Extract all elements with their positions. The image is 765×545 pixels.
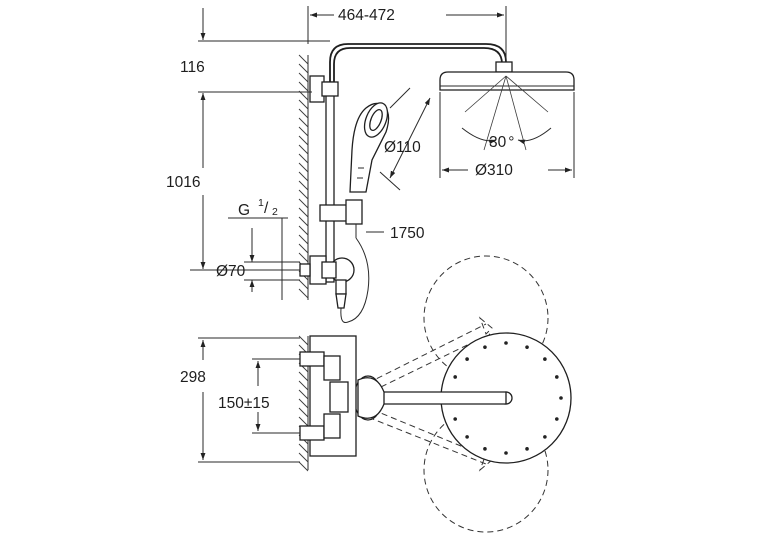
dim-plan-depth: 298 (180, 337, 300, 463)
nozzle-dot (525, 345, 529, 349)
wall-hatch-line (298, 72, 309, 83)
nozzle-dot (483, 345, 487, 349)
wall-hatch-line (298, 380, 309, 391)
wall-hatch-line (298, 162, 309, 173)
label-thread: G (238, 202, 250, 219)
wall-hatch-line (298, 225, 309, 236)
wall-hatch-line (298, 234, 309, 245)
wall-hatch-line (298, 108, 309, 119)
wall-hatch-line (298, 189, 309, 200)
nozzle-dot (555, 417, 559, 421)
wall-hatch-line (298, 117, 309, 128)
wall-bracket-top (309, 75, 339, 103)
label-mixer-dia: Ø70 (216, 263, 246, 280)
wall-hatch-line (298, 144, 309, 155)
nozzle-dot (453, 417, 457, 421)
svg-text:30°: 30° (489, 134, 514, 151)
wall-hatch-line (298, 398, 309, 409)
svg-text:G: G (238, 202, 250, 219)
wall-hatch-line (298, 443, 309, 454)
wall-hatch-line (298, 279, 309, 290)
wall-hatch-line (298, 216, 309, 227)
wall-hatch-line (298, 207, 309, 218)
dim-arm-reach: 464-472 (307, 6, 507, 62)
label-hand-shower-dia: Ø110 (384, 139, 421, 156)
wall-hatch-line (298, 252, 309, 263)
wall-hatch-line (298, 335, 309, 346)
dim-connection: G 1 / 2 Ø70 (216, 197, 300, 300)
wall-hatch-line (298, 99, 309, 110)
hand-shower (349, 102, 390, 193)
wall-hatch-line (298, 371, 309, 382)
shower-hose (340, 237, 370, 324)
wall-hatch-line (298, 243, 309, 254)
label-rail-height: 1016 (166, 174, 200, 191)
wall-hatch-line (298, 153, 309, 164)
label-thread-sep: / (264, 200, 269, 217)
label-tilt-angle: 30 (489, 134, 507, 151)
label-plan-depth: 298 (180, 369, 206, 386)
wall-hatch-line (298, 416, 309, 427)
slide-holder (319, 199, 363, 238)
nozzle-dot (465, 357, 469, 361)
nozzle-dot (453, 375, 457, 379)
label-tilt-unit: ° (508, 134, 514, 151)
wall-hatch-line (298, 461, 309, 472)
wall-hatch-line (298, 54, 309, 65)
shower-arm-plan (335, 375, 507, 421)
dim-connection-spacing: 150±15 (218, 358, 300, 434)
head-shower (439, 61, 575, 151)
riser-rail (325, 43, 507, 283)
wall-hatch-line (298, 389, 309, 400)
label-head-shower-dia: Ø310 (475, 162, 513, 179)
wall-hatch-line (298, 407, 309, 418)
nozzle-dot (504, 341, 508, 345)
dim-hand-shower: Ø110 (379, 87, 431, 191)
mixer-plan (299, 335, 357, 457)
label-hose-length: 1750 (390, 225, 425, 242)
wall-hatch-line (298, 81, 309, 92)
wall-hatch-line (298, 180, 309, 191)
label-connection-spacing: 150±15 (218, 395, 270, 412)
wall-hatch-line (298, 63, 309, 74)
dim-head-shower: Ø310 30° (439, 92, 575, 179)
label-arm-reach: 464-472 (338, 7, 395, 24)
wall-hatch-line (298, 171, 309, 182)
label-thread-num: 1 (258, 197, 264, 209)
nozzle-dot (543, 435, 547, 439)
wall-hatch-line (298, 135, 309, 146)
thermostat-mixer (299, 255, 355, 309)
nozzle-dot (525, 447, 529, 451)
nozzle-dot (555, 375, 559, 379)
nozzle-dot (559, 396, 563, 400)
dim-vertical-left: 116 1016 (166, 8, 330, 271)
wall-hatch-line (298, 452, 309, 463)
nozzle-dot (483, 447, 487, 451)
wall-hatch-line (298, 126, 309, 137)
label-thread-den: 2 (272, 206, 278, 218)
wall-hatch-line (298, 198, 309, 209)
label-offset-top: 116 (180, 59, 205, 76)
dim-hose: 1750 (366, 225, 425, 242)
nozzle-dot (543, 357, 547, 361)
nozzle-dot (465, 435, 469, 439)
wall-hatch-line (298, 288, 309, 299)
nozzle-dot (504, 451, 508, 455)
